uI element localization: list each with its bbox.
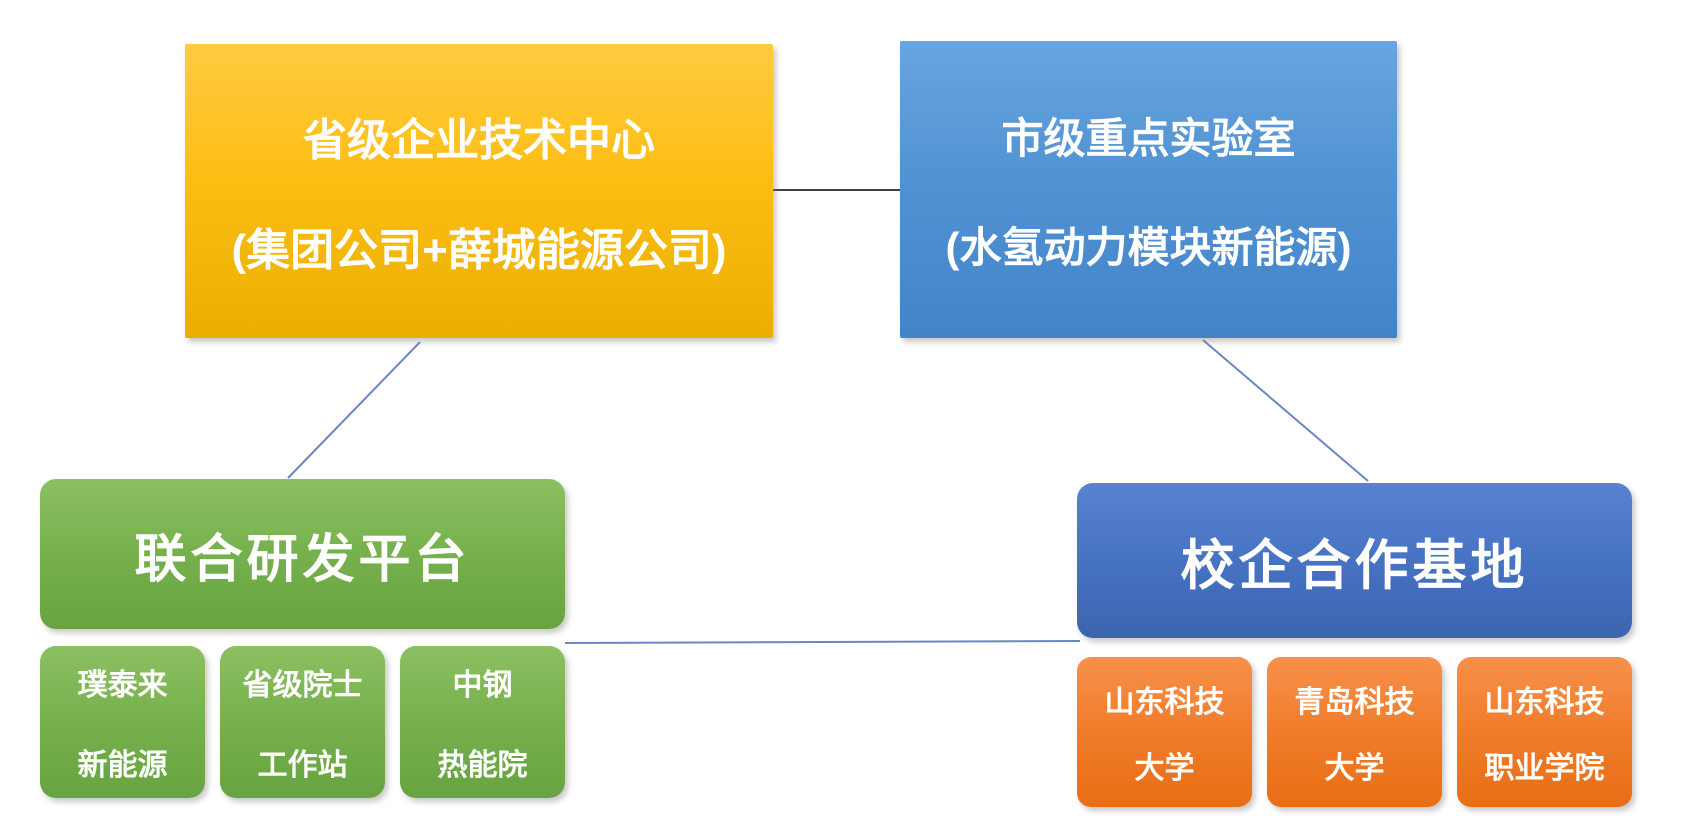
node-city-key-lab: 市级重点实验室 (水氢动力模块新能源) [900,41,1397,338]
node-label-line1: 市级重点实验室 [1001,114,1296,162]
node-label-line1: 山东科技 [1104,686,1225,719]
node-label-line1: 山东科技 [1484,686,1605,719]
node-partner-sinosteel: 中钢 热能院 [400,646,565,798]
connector-techcenter-rdplatform [287,341,421,479]
node-college-sdvc: 山东科技 职业学院 [1457,657,1632,807]
node-label-line1: 璞泰来 [77,669,168,702]
node-provincial-tech-center: 省级企业技术中心 (集团公司+薛城能源公司) [185,44,773,338]
node-label-line2: 大学 [1134,752,1195,785]
node-university-qust: 青岛科技 大学 [1267,657,1442,807]
connector-keylab-coopbase [1202,339,1369,482]
node-label: 校企合作基地 [1180,536,1529,596]
connector-rdplatform-coopbase [564,640,1081,644]
node-label-line1: 青岛科技 [1294,686,1415,719]
node-school-enterprise-base: 校企合作基地 [1077,483,1632,638]
node-label-line1: 省级院士 [242,669,363,702]
node-joint-rd-platform: 联合研发平台 [40,479,565,629]
node-partner-putailai: 璞泰来 新能源 [40,646,205,798]
node-university-sdust: 山东科技 大学 [1077,657,1252,807]
node-label-line2: 大学 [1324,752,1385,785]
node-partner-academician-station: 省级院士 工作站 [220,646,385,798]
node-label-line2: (集团公司+薛城能源公司) [231,226,727,275]
node-label-line2: 职业学院 [1484,752,1605,785]
node-label-line1: 省级企业技术中心 [303,116,655,165]
node-label-line2: (水氢动力模块新能源) [945,223,1352,271]
node-label-line2: 热能院 [437,749,528,782]
node-label-line1: 中钢 [452,669,513,702]
node-label: 联合研发平台 [134,530,471,589]
node-label-line2: 新能源 [77,749,168,782]
node-label-line2: 工作站 [257,749,348,782]
